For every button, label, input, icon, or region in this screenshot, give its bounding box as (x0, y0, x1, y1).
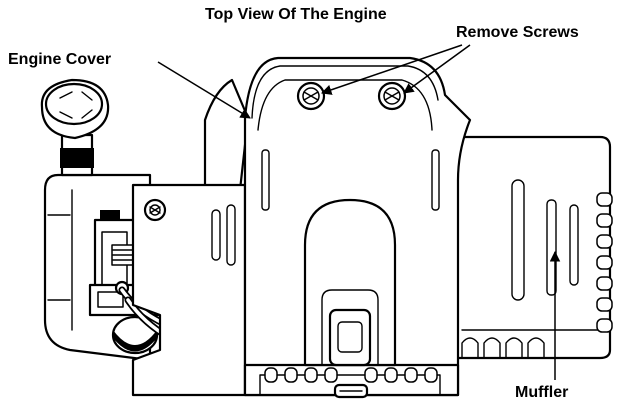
screw-arrow-left (321, 44, 463, 95)
remove-screws-label: Remove Screws (456, 24, 579, 41)
engine-cover (243, 56, 472, 399)
muffler-body (453, 135, 613, 360)
engine-cover-leader (157, 61, 251, 119)
cover-screw-left (296, 81, 326, 111)
engine-cover-label: Engine Cover (8, 51, 112, 68)
fuel-cap (40, 78, 110, 177)
muffler-label: Muffler (515, 384, 569, 401)
cover-screw-right (377, 81, 407, 111)
screw-arrow-right (403, 44, 471, 94)
top-view-title: Top View Of The Engine (205, 6, 387, 23)
carburetor-assembly (43, 78, 250, 397)
